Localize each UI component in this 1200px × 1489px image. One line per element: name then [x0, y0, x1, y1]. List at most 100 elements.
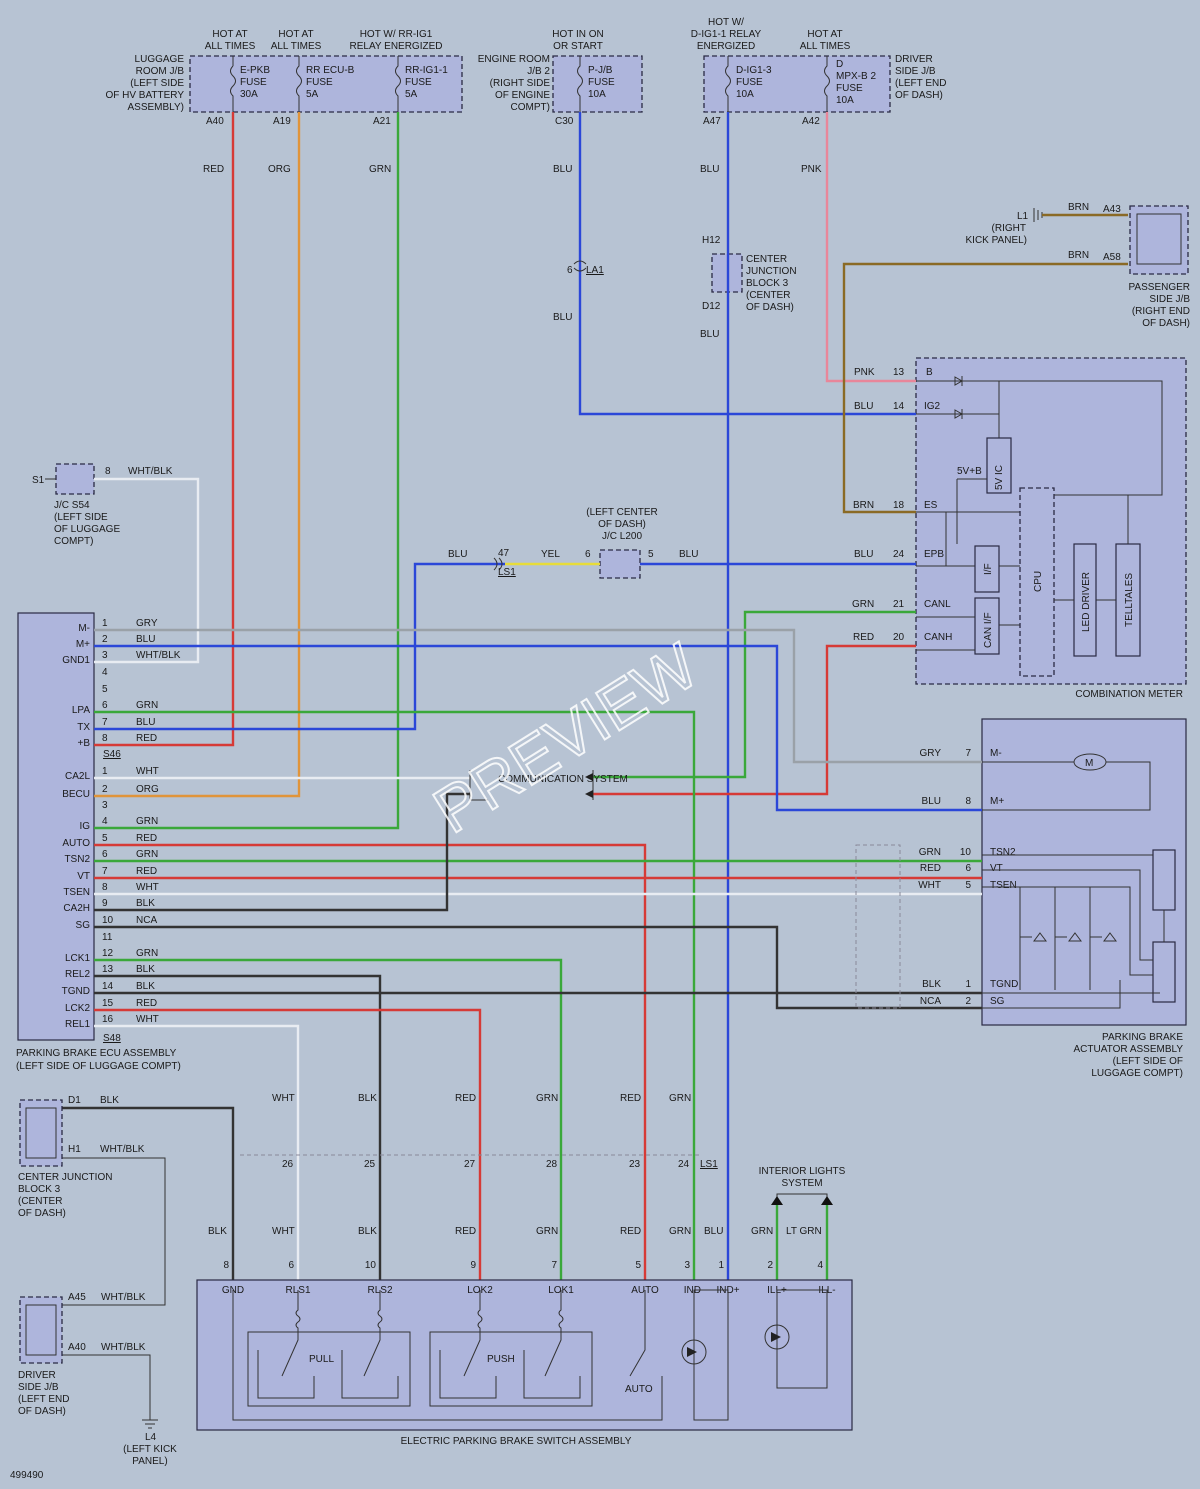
ecu-pin-number: 15 — [102, 998, 114, 1009]
wires — [60, 112, 1128, 1420]
ecu-pin-name: TGND — [62, 986, 90, 997]
svg-text:(CENTER: (CENTER — [18, 1196, 62, 1207]
svg-text:(LEFT END: (LEFT END — [895, 78, 947, 89]
ecu-wire-label: BLK — [136, 964, 155, 975]
wire-labels-top: RED ORG GRN BLU BLU BLU BLU PNK PNK BLU … — [203, 164, 875, 643]
svg-text:OF DASH): OF DASH) — [895, 90, 943, 101]
ecu-pin-number: 10 — [102, 915, 114, 926]
ecu-pin-number: 8 — [102, 733, 108, 744]
svg-text:PULL: PULL — [309, 1354, 334, 1365]
svg-text:RR-IG1-1: RR-IG1-1 — [405, 65, 448, 76]
svg-text:47: 47 — [498, 548, 510, 559]
actuator-wire-label: WHT — [918, 880, 941, 891]
ecu-wire-label: WHT — [136, 1014, 159, 1025]
ecu-pin-name: BECU — [62, 789, 90, 800]
svg-text:AUTO: AUTO — [625, 1384, 653, 1395]
ecu-pin-number: 11 — [102, 932, 113, 943]
svg-text:(LEFT KICK: (LEFT KICK — [123, 1444, 177, 1455]
ecu-pin-number: 2 — [102, 634, 108, 645]
ecu-pin-number: 5 — [102, 833, 108, 844]
svg-text:5: 5 — [648, 549, 654, 560]
svg-text:LUGGAGE COMPT): LUGGAGE COMPT) — [1091, 1068, 1183, 1079]
svg-text:10A: 10A — [836, 95, 854, 106]
svg-text:H1: H1 — [68, 1144, 81, 1155]
svg-text:M: M — [1085, 758, 1093, 769]
svg-text:A21: A21 — [373, 116, 391, 127]
svg-text:L1: L1 — [1017, 211, 1029, 222]
svg-text:YEL: YEL — [541, 549, 560, 560]
actuator-wire-label: BLK — [922, 979, 941, 990]
svg-text:(LEFT CENTER: (LEFT CENTER — [586, 507, 658, 518]
svg-text:(RIGHT END: (RIGHT END — [1132, 306, 1190, 317]
svg-text:FUSE: FUSE — [588, 77, 615, 88]
ecu-pin-name: AUTO — [62, 838, 90, 849]
ecu-pin-name: CA2L — [65, 771, 90, 782]
parking-brake-actuator: PARKING BRAKE ACTUATOR ASSEMBLY (LEFT SI… — [918, 718, 1187, 1079]
svg-text:DRIVER: DRIVER — [895, 54, 933, 65]
ecu-pin-name: CA2H — [63, 903, 90, 914]
ecu-pin-name: TSN2 — [64, 854, 90, 865]
ecu-wire-label: BLK — [136, 898, 155, 909]
actuator-pin-number: 2 — [965, 996, 971, 1007]
svg-text:BLOCK 3: BLOCK 3 — [746, 278, 789, 289]
svg-text:27: 27 — [464, 1159, 476, 1170]
svg-text:ENGINE ROOM: ENGINE ROOM — [478, 54, 550, 65]
svg-text:18: 18 — [893, 500, 905, 511]
svg-text:OF DASH): OF DASH) — [18, 1406, 66, 1417]
svg-text:BRN: BRN — [1068, 250, 1089, 261]
svg-text:(CENTER: (CENTER — [746, 290, 790, 301]
ecu-wire-label: ORG — [136, 784, 159, 795]
parking-brake-ecu: PARKING BRAKE ECU ASSEMBLY (LEFT SIDE OF… — [16, 612, 181, 1072]
ecu-pin-name: TSEN — [63, 887, 90, 898]
ecu-pin-name: M+ — [76, 639, 90, 650]
svg-text:BLU: BLU — [854, 549, 873, 560]
driver-side-jb-top: HOT W/ D-IG1-1 RELAY ENERGIZED D-IG1-3 F… — [691, 17, 947, 127]
svg-text:D-IG1-3: D-IG1-3 — [736, 65, 772, 76]
ecu-wire-label: GRN — [136, 849, 158, 860]
svg-text:RELAY ENERGIZED: RELAY ENERGIZED — [350, 41, 443, 52]
svg-text:BLOCK 3: BLOCK 3 — [18, 1184, 61, 1195]
svg-text:WHT/BLK: WHT/BLK — [100, 1144, 145, 1155]
svg-text:P-J/B: P-J/B — [588, 65, 613, 76]
svg-text:LA1: LA1 — [586, 265, 604, 276]
svg-text:FUSE: FUSE — [836, 83, 863, 94]
svg-text:RED: RED — [455, 1093, 476, 1104]
svg-text:RED: RED — [620, 1226, 641, 1237]
ecu-pin-number: 8 — [102, 882, 108, 893]
ecu-pin-name: M- — [78, 623, 90, 634]
rr-ecu-b-fuse: HOT AT ALL TIMES RR ECU-B FUSE 5A A19 — [271, 29, 355, 127]
svg-text:B: B — [926, 367, 933, 378]
svg-text:C30: C30 — [555, 116, 574, 127]
svg-text:DRIVER: DRIVER — [18, 1370, 56, 1381]
svg-text:PARKING BRAKE ECU ASSEMBLY: PARKING BRAKE ECU ASSEMBLY — [16, 1048, 177, 1059]
svg-text:ALL TIMES: ALL TIMES — [205, 41, 256, 52]
junction-connector-l200: (LEFT CENTER OF DASH) J/C L200 6 5 — [585, 507, 658, 579]
ecu-pin-number: 3 — [102, 800, 108, 811]
actuator-pin-name: TSN2 — [990, 847, 1016, 858]
svg-text:HOT AT: HOT AT — [278, 29, 313, 40]
svg-text:5V+B: 5V+B — [957, 466, 982, 477]
svg-text:CENTER JUNCTION: CENTER JUNCTION — [18, 1172, 112, 1183]
svg-text:COMMUNICATION SYSTEM: COMMUNICATION SYSTEM — [498, 774, 628, 785]
svg-text:21: 21 — [893, 599, 905, 610]
ecu-wire-label: WHT — [136, 882, 159, 893]
junction-connector-s54: S1 8 WHT/BLK J/C S54 (LEFT SIDE OF LUGGA… — [32, 463, 173, 547]
svg-text:28: 28 — [546, 1159, 558, 1170]
switch-pin-number: 1 — [718, 1260, 724, 1271]
ecu-pin-number: 7 — [102, 717, 108, 728]
svg-text:JUNCTION: JUNCTION — [746, 266, 797, 277]
svg-text:(LEFT SIDE OF: (LEFT SIDE OF — [1113, 1056, 1183, 1067]
svg-text:SIDE J/B: SIDE J/B — [895, 66, 936, 77]
svg-text:I/F: I/F — [983, 563, 994, 575]
svg-text:BLU: BLU — [553, 164, 572, 175]
svg-text:ROOM J/B: ROOM J/B — [136, 66, 185, 77]
svg-text:LED DRIVER: LED DRIVER — [1081, 572, 1092, 632]
actuator-pin-name: SG — [990, 996, 1005, 1007]
svg-text:CANL: CANL — [924, 599, 951, 610]
ecu-wire-label: GRN — [136, 700, 158, 711]
svg-text:RED: RED — [455, 1226, 476, 1237]
ecu-pin-name: +B — [77, 738, 90, 749]
svg-text:(LEFT END: (LEFT END — [18, 1394, 70, 1405]
svg-text:LT GRN: LT GRN — [786, 1226, 822, 1237]
